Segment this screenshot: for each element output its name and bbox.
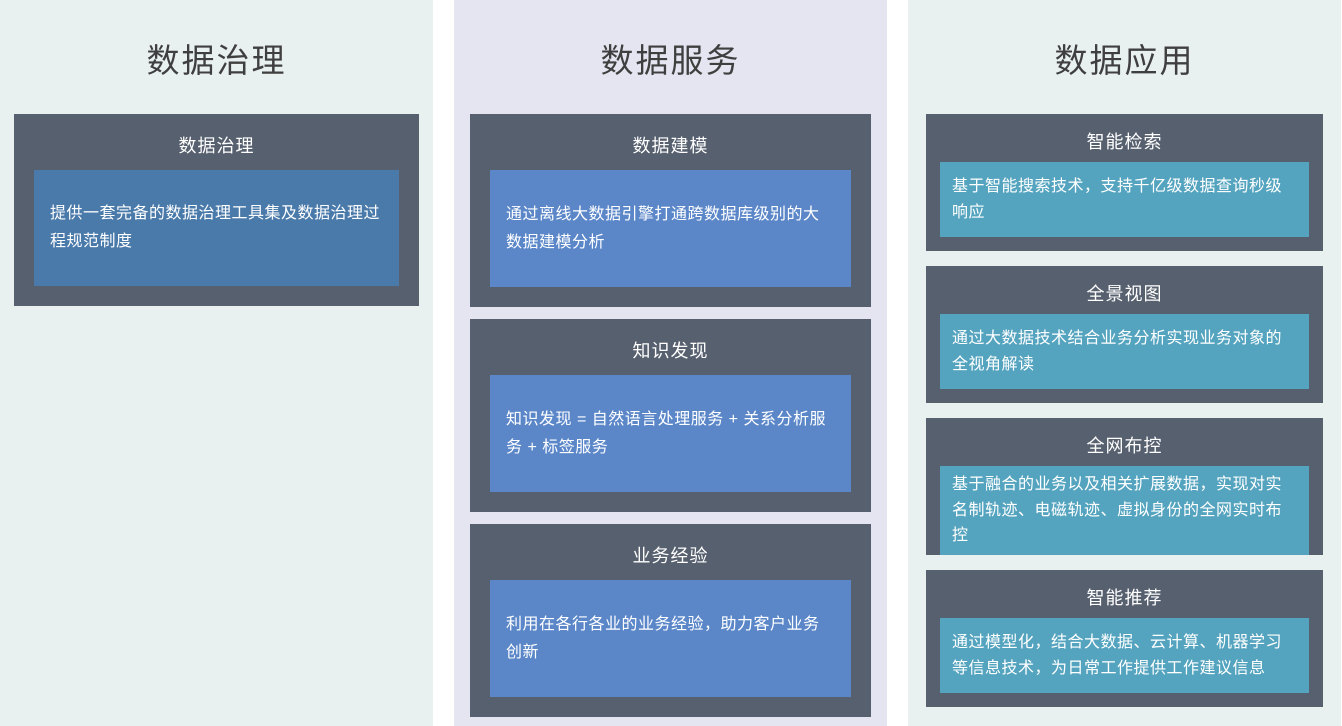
card-header: 智能检索 (1086, 132, 1163, 152)
card-header: 数据建模 (632, 136, 709, 156)
card-body: 基于智能搜索技术，支持千亿级数据查询秒级响应 (940, 162, 1309, 237)
card-body-text: 知识发现 = 自然语言处理服务 + 关系分析服务 + 标签服务 (506, 410, 826, 456)
column-data-governance: 数据治理 数据治理 提供一套完备的数据治理工具集及数据治理过程规范制度 (0, 0, 433, 726)
card-smart-recommendation: 智能推荐 通过模型化，结合大数据、云计算、机器学习等信息技术，为日常工作提供工作… (926, 570, 1323, 707)
card-body: 提供一套完备的数据治理工具集及数据治理过程规范制度 (34, 170, 399, 286)
column-title-governance: 数据治理 (146, 42, 287, 79)
card-header: 智能推荐 (1086, 588, 1163, 608)
card-smart-search: 智能检索 基于智能搜索技术，支持千亿级数据查询秒级响应 (926, 114, 1323, 251)
card-body-text: 通过离线大数据引擎打通跨数据库级别的大数据建模分析 (506, 205, 820, 251)
card-header: 数据治理 (178, 136, 255, 156)
card-business-experience: 业务经验 利用在各行各业的业务经验，助力客户业务创新 (470, 524, 871, 717)
card-body-text: 提供一套完备的数据治理工具集及数据治理过程规范制度 (50, 205, 381, 250)
card-network-surveillance: 全网布控 基于融合的业务以及相关扩展数据，实现对实名制轨迹、电磁轨迹、虚拟身份的… (926, 418, 1323, 555)
card-body: 基于融合的业务以及相关扩展数据，实现对实名制轨迹、电磁轨迹、虚拟身份的全网实时布… (940, 466, 1309, 555)
card-body: 通过模型化，结合大数据、云计算、机器学习等信息技术，为日常工作提供工作建议信息 (940, 618, 1309, 693)
card-knowledge-discovery: 知识发现 知识发现 = 自然语言处理服务 + 关系分析服务 + 标签服务 (470, 319, 871, 512)
card-header: 业务经验 (632, 546, 709, 566)
card-data-modeling: 数据建模 通过离线大数据引擎打通跨数据库级别的大数据建模分析 (470, 114, 871, 307)
column-data-application: 数据应用 智能检索 基于智能搜索技术，支持千亿级数据查询秒级响应 全景视图 通过… (908, 0, 1341, 726)
column-title-application: 数据应用 (1054, 42, 1195, 79)
card-data-governance: 数据治理 提供一套完备的数据治理工具集及数据治理过程规范制度 (14, 114, 419, 306)
card-header: 全景视图 (1086, 284, 1163, 304)
column-data-service: 数据服务 数据建模 通过离线大数据引擎打通跨数据库级别的大数据建模分析 知识发现… (454, 0, 887, 726)
card-body-text: 基于智能搜索技术，支持千亿级数据查询秒级响应 (952, 177, 1283, 221)
card-panoramic-view: 全景视图 通过大数据技术结合业务分析实现业务对象的全视角解读 (926, 266, 1323, 403)
card-body-text: 利用在各行各业的业务经验，助力客户业务创新 (506, 615, 820, 661)
card-body: 通过离线大数据引擎打通跨数据库级别的大数据建模分析 (490, 170, 851, 287)
card-body: 通过大数据技术结合业务分析实现业务对象的全视角解读 (940, 314, 1309, 389)
card-header: 知识发现 (632, 341, 709, 361)
column-title-service: 数据服务 (600, 42, 741, 79)
card-body: 利用在各行各业的业务经验，助力客户业务创新 (490, 580, 851, 697)
card-body-text: 基于融合的业务以及相关扩展数据，实现对实名制轨迹、电磁轨迹、虚拟身份的全网实时布… (952, 476, 1283, 545)
card-header: 全网布控 (1086, 436, 1163, 456)
card-body-text: 通过模型化，结合大数据、云计算、机器学习等信息技术，为日常工作提供工作建议信息 (952, 633, 1283, 677)
card-body-text: 通过大数据技术结合业务分析实现业务对象的全视角解读 (952, 329, 1283, 373)
card-body: 知识发现 = 自然语言处理服务 + 关系分析服务 + 标签服务 (490, 375, 851, 492)
